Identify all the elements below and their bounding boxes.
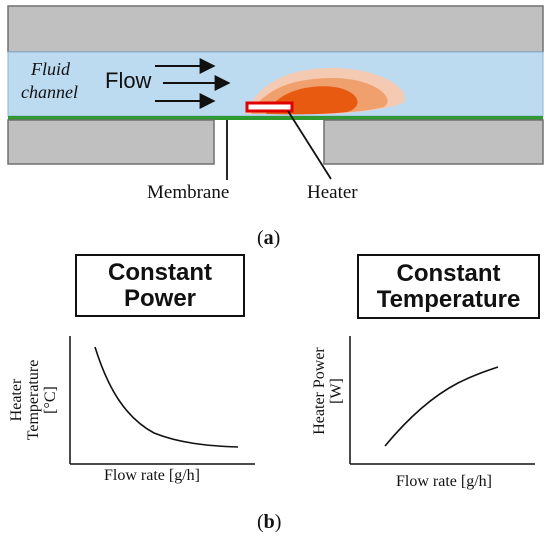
panel-a-label-close: ) bbox=[273, 227, 281, 249]
constant-power-title-line1: Constant bbox=[108, 258, 212, 286]
heater-element bbox=[245, 101, 294, 113]
heater-label: Heater bbox=[307, 182, 358, 203]
constant-temperature-title-line2: Temperature bbox=[376, 285, 521, 313]
constant-temperature-curve bbox=[384, 366, 499, 447]
membrane-label: Membrane bbox=[147, 182, 230, 203]
panel-a-label: (a) bbox=[257, 228, 280, 248]
constant-power-curve bbox=[94, 346, 239, 448]
left-substrate-block bbox=[7, 119, 215, 165]
left-y-axis-title-line3: [°C] bbox=[41, 386, 59, 414]
fluid-channel-label-line1: Fluid bbox=[31, 59, 70, 79]
constant-power-title-box: Constant Power bbox=[75, 254, 245, 317]
panel-a-label-letter: a bbox=[263, 227, 274, 249]
left-y-axis-title: Heater Temperature [°C] bbox=[7, 359, 59, 441]
panel-b-label-open: ( bbox=[257, 511, 264, 533]
constant-temperature-title-box: Constant Temperature bbox=[357, 254, 540, 319]
panel-b-label: (b) bbox=[257, 512, 281, 532]
right-substrate-block bbox=[323, 119, 544, 165]
constant-power-title-line2: Power bbox=[123, 284, 197, 312]
panel-b-label-letter: b bbox=[263, 511, 275, 533]
constant-temperature-title-line1: Constant bbox=[396, 259, 501, 287]
top-channel-wall bbox=[7, 5, 544, 53]
right-y-axis-title-line2: [W] bbox=[328, 378, 345, 404]
left-x-axis-title: Flow rate [g/h] bbox=[104, 467, 200, 484]
left-y-axis-title-line1: Heater bbox=[7, 378, 25, 422]
right-x-axis-title: Flow rate [g/h] bbox=[396, 473, 492, 490]
left-y-axis-title-line2: Temperature bbox=[24, 359, 42, 441]
membrane-layer bbox=[8, 116, 543, 120]
panel-a-label-open: ( bbox=[257, 227, 264, 249]
right-y-axis-title: Heater Power [W] bbox=[311, 347, 346, 435]
heater-leader-line bbox=[287, 110, 332, 180]
right-y-axis-title-line1: Heater Power bbox=[311, 347, 329, 435]
panel-b-label-close: ) bbox=[274, 511, 282, 533]
fluid-channel-label-line2: channel bbox=[21, 82, 78, 102]
flow-label: Flow bbox=[105, 68, 152, 93]
